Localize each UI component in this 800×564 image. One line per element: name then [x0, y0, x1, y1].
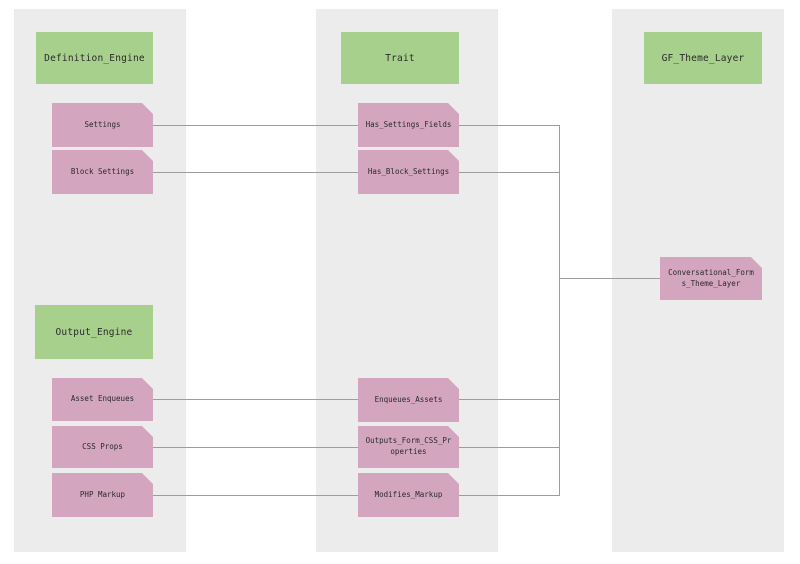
node-block-settings: Block Settings: [52, 150, 153, 194]
edge-asset-enqueues-to-enqueues-assets: [153, 399, 358, 400]
node-asset-enqueues: Asset Enqueues: [52, 378, 153, 421]
group-trait-label: Trait: [385, 52, 415, 64]
node-php-markup: PHP Markup: [52, 473, 153, 517]
edge-has-settings-fields-to-trunk: [459, 125, 559, 126]
node-has-block-settings: Has_Block_Settings: [358, 150, 459, 194]
edge-settings-to-has-settings-fields: [153, 125, 358, 126]
group-definition-engine-label: Definition_Engine: [44, 52, 145, 64]
edge-enqueues-assets-to-trunk: [459, 399, 559, 400]
group-gf-theme-layer-label: GF_Theme_Layer: [661, 52, 745, 64]
edge-modifies-markup-to-trunk: [459, 495, 559, 496]
edge-php-markup-to-modifies-markup: [153, 495, 358, 496]
group-output-engine: Output_Engine: [35, 305, 153, 359]
edge-css-props-to-outputs-form-css-properties: [153, 447, 358, 448]
group-output-engine-label: Output_Engine: [55, 326, 133, 338]
edge-outputs-form-css-properties-to-trunk: [459, 447, 559, 448]
node-conversational-forms-theme-layer: Conversational_Form s_Theme_Layer: [660, 257, 762, 300]
node-modifies-markup: Modifies_Markup: [358, 473, 459, 517]
node-enqueues-assets: Enqueues_Assets: [358, 378, 459, 422]
group-definition-engine: Definition_Engine: [36, 32, 153, 84]
node-outputs-form-css-properties: Outputs_Form_CSS_Pr operties: [358, 426, 459, 468]
edge-block-settings-to-has-block-settings: [153, 172, 358, 173]
group-gf-theme-layer: GF_Theme_Layer: [644, 32, 762, 84]
edge-has-block-settings-to-trunk: [459, 172, 559, 173]
lane-trait: [316, 9, 498, 552]
lane-definition-output-engine: [14, 9, 186, 552]
edge-trunk-vertical: [559, 125, 560, 496]
node-has-settings-fields: Has_Settings_Fields: [358, 103, 459, 147]
edge-trunk-to-conversational-forms-theme-layer: [559, 278, 660, 279]
node-settings: Settings: [52, 103, 153, 147]
node-css-props: CSS Props: [52, 426, 153, 468]
group-trait: Trait: [341, 32, 459, 84]
